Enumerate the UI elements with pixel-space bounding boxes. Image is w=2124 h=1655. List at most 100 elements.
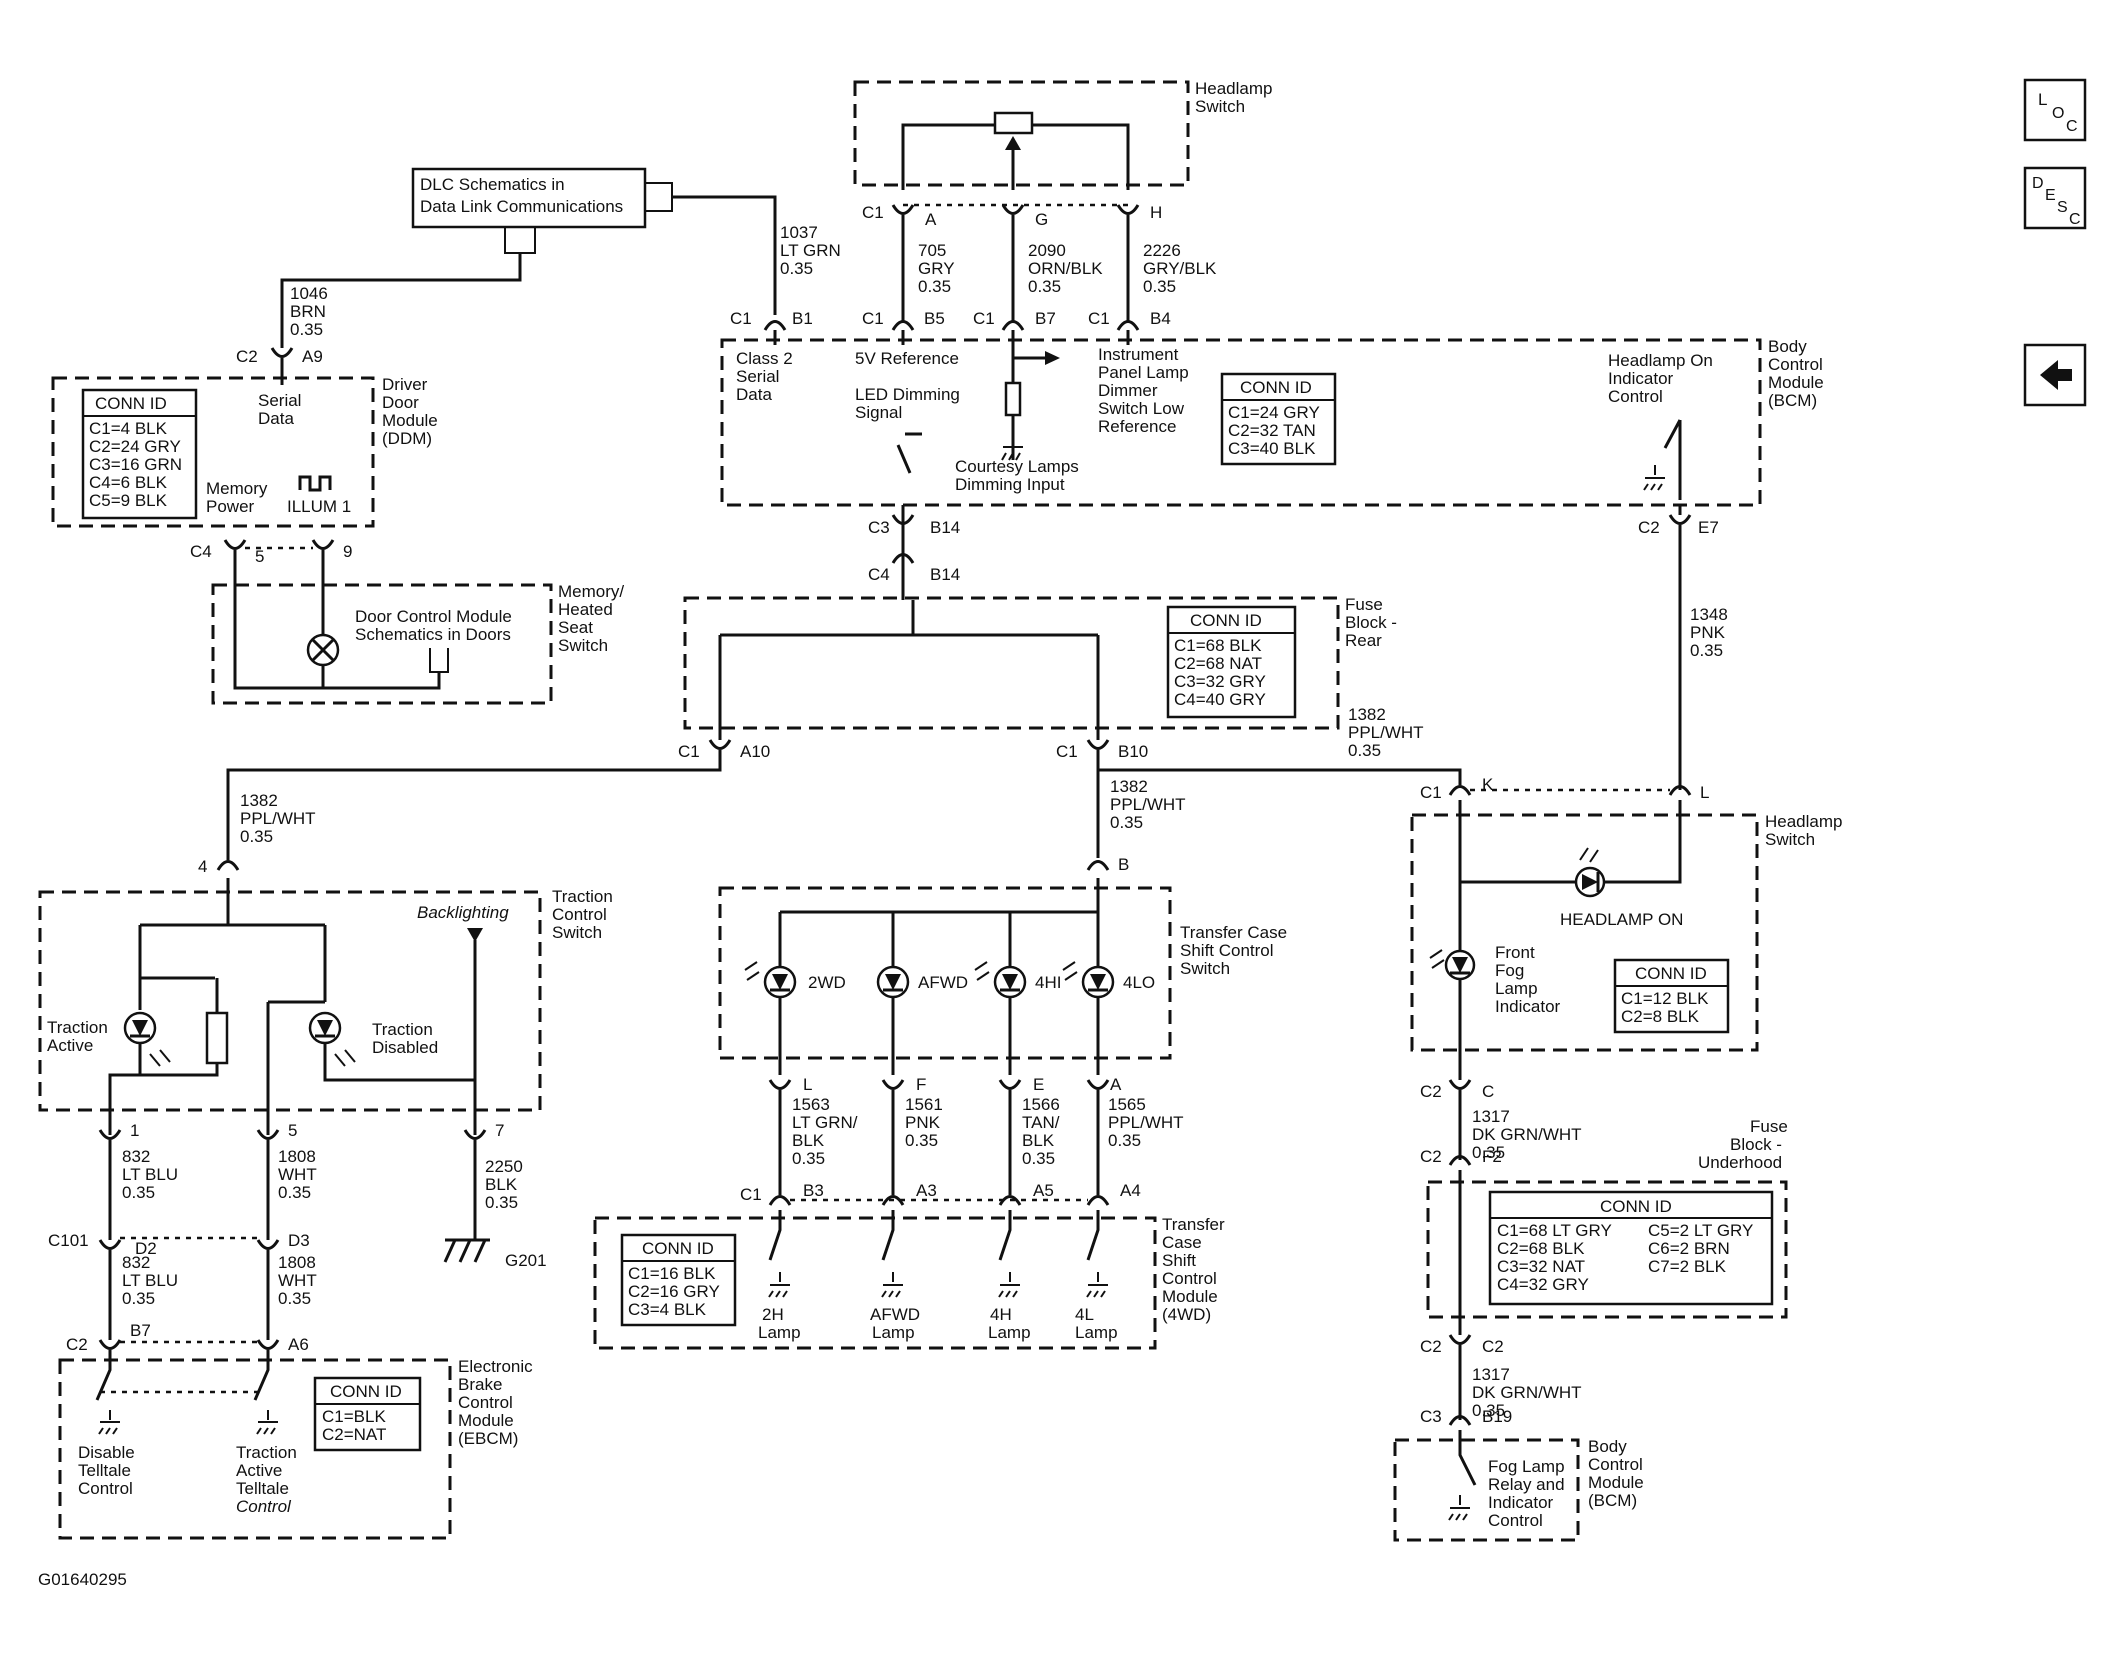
svg-text:Switch Low: Switch Low [1098, 399, 1185, 418]
lamp-afwd-icon: AFWD [876, 965, 968, 999]
svg-text:Telltale: Telltale [78, 1461, 131, 1480]
svg-text:(EBCM): (EBCM) [458, 1429, 518, 1448]
svg-text:C1: C1 [862, 309, 884, 328]
driver-door-module: Driver Door Module (DDM) [51, 375, 438, 528]
svg-text:Case: Case [1162, 1233, 1202, 1252]
svg-text:B14: B14 [930, 565, 960, 584]
dlc-reference-box[interactable]: DLC Schematics in Data Link Communicatio… [411, 167, 673, 254]
bcm2-top-connector: C3 B19 [1420, 1407, 1512, 1426]
svg-text:GRY/BLK: GRY/BLK [1143, 259, 1217, 278]
desc-letter-d: D [2032, 175, 2044, 192]
ebcm-top-connector: C2 B7 A6 [66, 1321, 309, 1354]
svg-text:C1=16 BLK: C1=16 BLK [628, 1264, 716, 1283]
wire-2250: 2250 BLK 0.35 [485, 1157, 523, 1212]
svg-text:Module: Module [1588, 1473, 1644, 1492]
svg-text:Transfer: Transfer [1162, 1215, 1225, 1234]
svg-text:LT BLU: LT BLU [122, 1165, 178, 1184]
wire-1382-c: 1382 PPL/WHT 0.35 [1348, 705, 1424, 760]
ddm-conn-id-table: CONN ID C1=4 BLK C2=24 GRY C3=16 GRN C4=… [81, 388, 198, 520]
door-module-ref-bracket [429, 648, 449, 673]
svg-text:C2=32 TAN: C2=32 TAN [1228, 421, 1316, 440]
svg-text:LED Dimming: LED Dimming [855, 385, 960, 404]
svg-text:Serial: Serial [258, 391, 301, 410]
svg-text:BLK: BLK [485, 1175, 518, 1194]
svg-text:C2: C2 [1638, 518, 1660, 537]
svg-text:Data: Data [736, 385, 772, 404]
svg-text:C1=4 BLK: C1=4 BLK [89, 419, 168, 438]
fuse-under-conn-id-table: CONN ID C1=68 LT GRY C2=68 BLK C3=32 NAT… [1488, 1190, 1774, 1306]
svg-text:B5: B5 [924, 309, 945, 328]
svg-text:Control: Control [1768, 355, 1823, 374]
svg-text:C2=16 GRY: C2=16 GRY [628, 1282, 720, 1301]
svg-text:(BCM): (BCM) [1588, 1491, 1637, 1510]
wire-1317-a: 1317 DK GRN/WHT 0.35 [1472, 1107, 1582, 1162]
svg-text:C1=68 BLK: C1=68 BLK [1174, 636, 1262, 655]
svg-text:832: 832 [122, 1253, 150, 1272]
svg-text:Disable: Disable [78, 1443, 135, 1462]
svg-text:C2: C2 [1420, 1147, 1442, 1166]
svg-text:Signal: Signal [855, 403, 902, 422]
svg-text:CONN ID: CONN ID [1600, 1197, 1672, 1216]
svg-text:9: 9 [343, 542, 352, 561]
svg-text:C1: C1 [730, 309, 752, 328]
svg-text:Body: Body [1588, 1437, 1627, 1456]
svg-text:4H: 4H [990, 1305, 1012, 1324]
svg-text:B7: B7 [1035, 309, 1056, 328]
svg-text:0.35: 0.35 [1348, 741, 1381, 760]
svg-text:Control: Control [1488, 1511, 1543, 1530]
door-control-module-ref[interactable]: Door Control Module Schematics in Doors [355, 607, 512, 644]
svg-text:Headlamp: Headlamp [1195, 79, 1273, 98]
svg-text:L: L [803, 1075, 812, 1094]
svg-text:C1=12 BLK: C1=12 BLK [1621, 989, 1709, 1008]
wire-1563: 1563 LT GRN/ BLK 0.35 [792, 1095, 858, 1168]
loc-button[interactable]: L O C [2023, 78, 2087, 142]
svg-text:Dimming Input: Dimming Input [955, 475, 1065, 494]
svg-text:Relay and: Relay and [1488, 1475, 1565, 1494]
svg-text:Traction: Traction [236, 1443, 297, 1462]
svg-text:CONN ID: CONN ID [95, 394, 167, 413]
svg-text:(4WD): (4WD) [1162, 1305, 1211, 1324]
svg-text:C1=24 GRY: C1=24 GRY [1228, 403, 1320, 422]
svg-text:G: G [1035, 210, 1048, 229]
svg-text:B4: B4 [1150, 309, 1171, 328]
svg-text:Control: Control [236, 1497, 292, 1516]
svg-text:2WD: 2WD [808, 973, 846, 992]
svg-text:Rear: Rear [1345, 631, 1382, 650]
wire-832-a: 832 LT BLU 0.35 [122, 1147, 178, 1202]
svg-text:H: H [1150, 203, 1162, 222]
svg-text:Class 2: Class 2 [736, 349, 793, 368]
svg-text:C3=16 GRN: C3=16 GRN [89, 455, 182, 474]
svg-text:C1: C1 [862, 203, 884, 222]
svg-text:(BCM): (BCM) [1768, 391, 1817, 410]
svg-text:1382: 1382 [240, 791, 278, 810]
bcm-e7-connector: C2 E7 [1638, 514, 1719, 537]
svg-text:Front: Front [1495, 943, 1535, 962]
svg-text:F: F [916, 1075, 926, 1094]
svg-text:1563: 1563 [792, 1095, 830, 1114]
svg-text:Headlamp: Headlamp [1765, 812, 1843, 831]
svg-text:B14: B14 [930, 518, 960, 537]
back-arrow-icon [2040, 360, 2072, 390]
svg-text:D3: D3 [288, 1231, 310, 1250]
svg-text:Heated: Heated [558, 600, 613, 619]
svg-text:C2: C2 [1420, 1337, 1442, 1356]
svg-text:Driver: Driver [382, 375, 428, 394]
svg-text:C3=40 BLK: C3=40 BLK [1228, 439, 1316, 458]
desc-button[interactable]: D E S C [2023, 166, 2087, 230]
back-button[interactable] [2023, 343, 2087, 407]
svg-text:PPL/WHT: PPL/WHT [1108, 1113, 1184, 1132]
svg-text:C1: C1 [1088, 309, 1110, 328]
svg-text:B3: B3 [803, 1181, 824, 1200]
dlc-ref-line1: DLC Schematics in [420, 175, 565, 194]
svg-text:Lamp: Lamp [758, 1323, 801, 1342]
svg-text:G201: G201 [505, 1251, 547, 1270]
svg-text:1382: 1382 [1110, 777, 1148, 796]
svg-text:PNK: PNK [905, 1113, 941, 1132]
svg-text:C101: C101 [48, 1231, 89, 1250]
led-dimming-signal: LED Dimming Signal [855, 385, 960, 422]
headlamp-switch-right: Headlamp Switch HEADLAMP ON Front Fog La… [1410, 800, 1843, 1080]
svg-text:LT BLU: LT BLU [122, 1271, 178, 1290]
svg-text:Courtesy Lamps: Courtesy Lamps [955, 457, 1079, 476]
bcm-bottom-connector: C3 B14 C4 B14 [868, 505, 960, 600]
svg-text:PPL/WHT: PPL/WHT [1348, 723, 1424, 742]
